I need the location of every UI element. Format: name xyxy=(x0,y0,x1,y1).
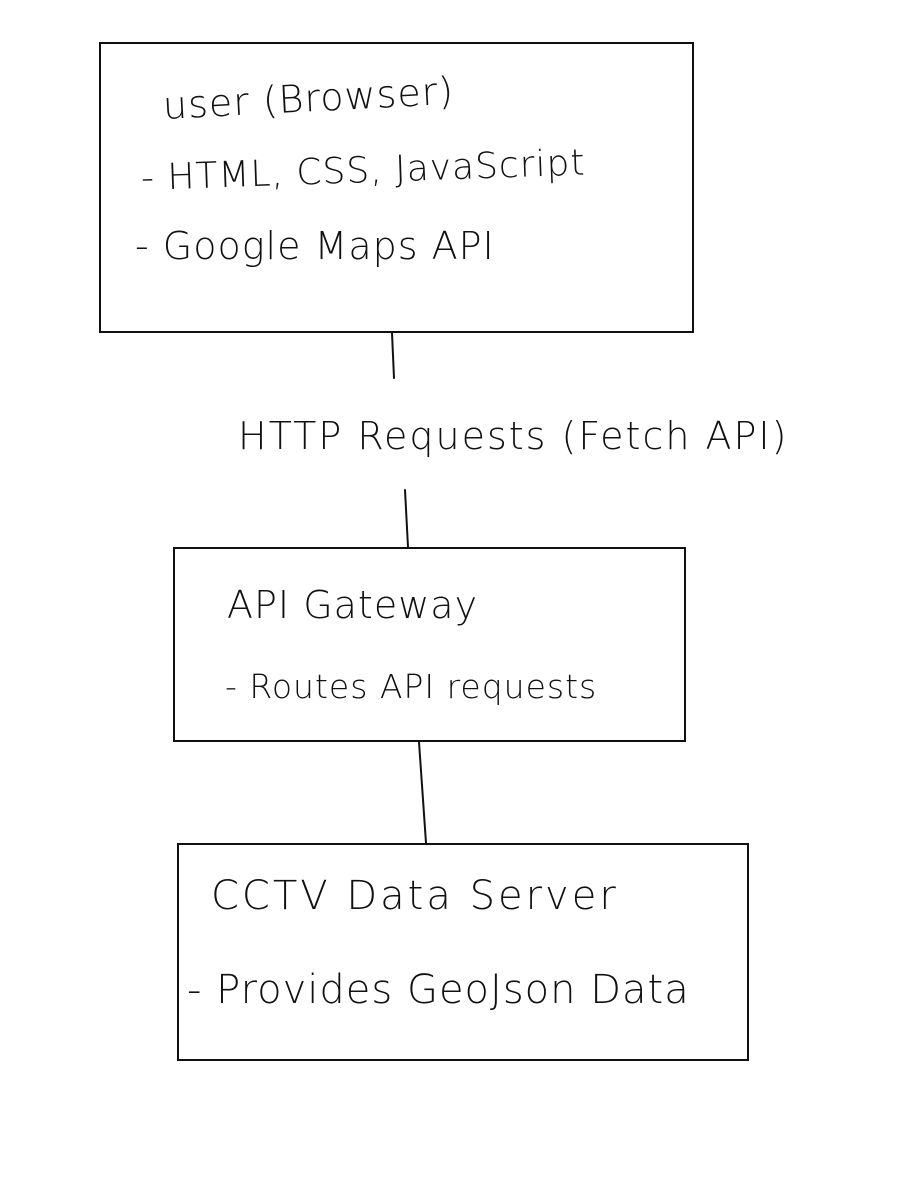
connector-user-to-label xyxy=(391,332,395,379)
user-box-item-maps-api: - Google Maps API xyxy=(135,224,495,268)
user-browser-box: user (Browser) - HTML, CSS, JavaScript -… xyxy=(99,42,694,333)
api-gateway-box: API Gateway - Routes API requests xyxy=(173,547,686,742)
server-box-title: CCTV Data Server xyxy=(211,873,619,919)
gateway-box-title: API Gateway xyxy=(227,583,479,627)
user-box-title: user (Browser) xyxy=(161,68,456,128)
connector-label-to-gateway xyxy=(404,489,409,548)
connector-label-http-requests: HTTP Requests (Fetch API) xyxy=(238,414,789,458)
server-box-item-geojson: - Provides GeoJson Data xyxy=(187,967,690,1013)
cctv-data-server-box: CCTV Data Server - Provides GeoJson Data xyxy=(177,843,749,1061)
user-box-item-web-tech: - HTML, CSS, JavaScript xyxy=(140,142,587,199)
connector-gateway-to-server xyxy=(418,741,427,844)
gateway-box-item-routes: - Routes API requests xyxy=(225,667,598,706)
